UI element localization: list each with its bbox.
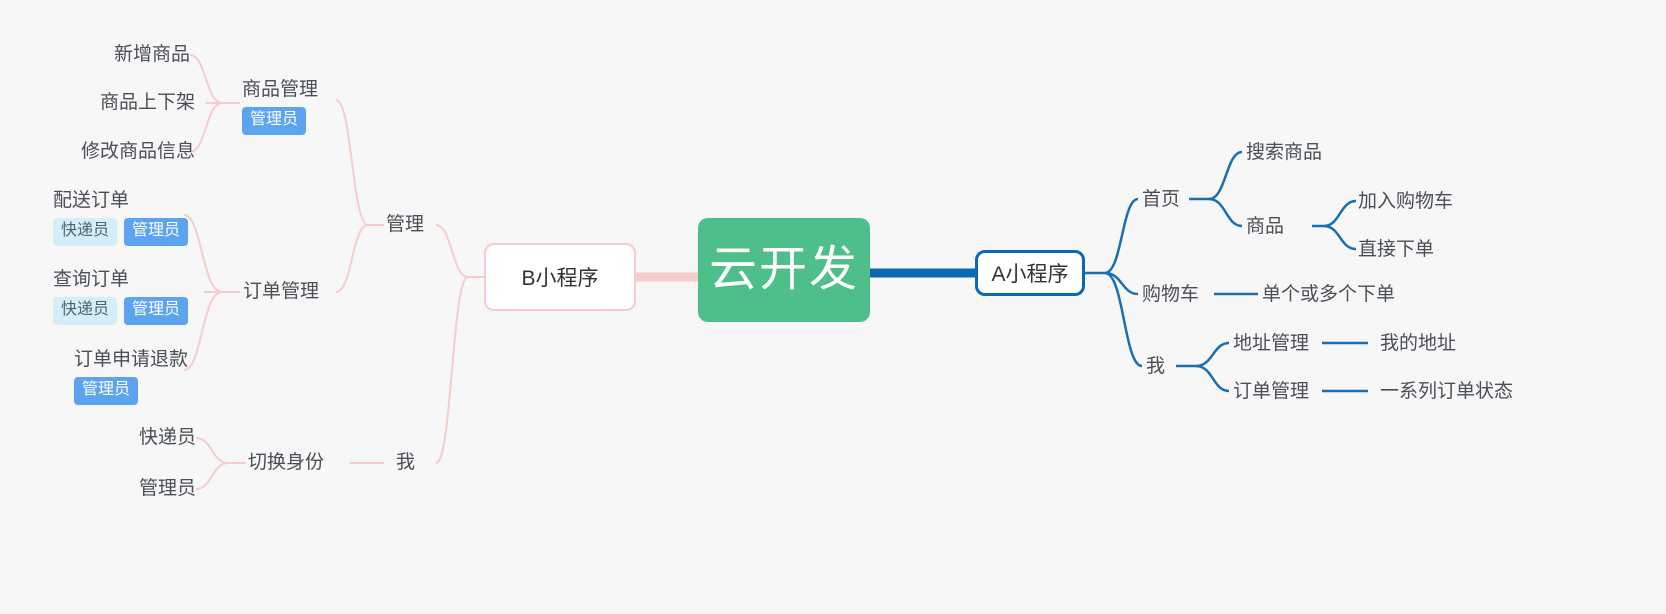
- node-order-states-label: 一系列订单状态: [1380, 381, 1514, 402]
- edge-orders-refund: [183, 291, 223, 371]
- badge-group-goods-manage: 管理员: [242, 107, 318, 135]
- badge-courier: 快递员: [53, 218, 118, 246]
- node-goods-shelf[interactable]: 商品上下架: [30, 90, 195, 116]
- node-role-admin[interactable]: 管理员: [76, 476, 196, 502]
- node-me-right-label: 我: [1146, 356, 1166, 377]
- edge-manage-to-goods: [335, 99, 369, 226]
- badge-courier: 快递员: [53, 297, 118, 325]
- edge-home-search: [1208, 150, 1243, 201]
- node-switch-role[interactable]: 切换身份: [248, 450, 324, 476]
- node-add-to-cart-label: 加入购物车: [1358, 191, 1454, 212]
- badge-group-deliver-order: 快递员 管理员: [53, 218, 189, 246]
- node-manage[interactable]: 管理: [386, 212, 424, 238]
- node-deliver-order-label: 配送订单: [53, 190, 130, 211]
- node-my-address-label: 我的地址: [1380, 333, 1457, 354]
- node-goods-shelf-label: 商品上下架: [99, 92, 195, 113]
- node-me-left[interactable]: 我: [396, 450, 415, 476]
- node-address-manage-label: 地址管理: [1233, 333, 1310, 354]
- node-edit-goods[interactable]: 修改商品信息: [20, 139, 195, 165]
- node-order-manage-left-label: 订单管理: [243, 281, 320, 302]
- edge-orders-deliver: [183, 214, 223, 293]
- node-address-manage[interactable]: 地址管理: [1233, 331, 1309, 357]
- node-query-order-label: 查询订单: [53, 269, 130, 290]
- node-add-goods[interactable]: 新增商品: [30, 42, 190, 68]
- node-goods-label: 商品: [1246, 216, 1285, 237]
- edge-me-orders: [1195, 364, 1230, 393]
- edge-goods-direct: [1323, 224, 1357, 251]
- badge-group-query-order: 快递员 管理员: [53, 297, 189, 325]
- node-refund-order[interactable]: 订单申请退款 管理员: [74, 347, 188, 405]
- badge-admin: 管理员: [124, 297, 189, 325]
- node-order-manage-right[interactable]: 订单管理: [1233, 379, 1309, 405]
- node-refund-order-label: 订单申请退款: [74, 349, 189, 370]
- badge-admin: 管理员: [242, 107, 307, 135]
- edge-switch-courier: [195, 437, 229, 464]
- edge-b-to-manage: [435, 224, 469, 278]
- node-role-courier[interactable]: 快递员: [76, 425, 196, 451]
- node-edit-goods-label: 修改商品信息: [80, 141, 195, 162]
- node-my-address[interactable]: 我的地址: [1380, 331, 1456, 357]
- node-single-or-multi-label: 单个或多个下单: [1262, 284, 1396, 305]
- node-role-courier-label: 快递员: [138, 427, 196, 448]
- edge-manage-to-orders: [335, 224, 369, 293]
- edge-switch-admin: [195, 462, 229, 490]
- node-cart-label: 购物车: [1142, 284, 1200, 305]
- node-role-admin-label: 管理员: [138, 478, 196, 499]
- root-node[interactable]: 云开发: [698, 218, 870, 322]
- badge-admin: 管理员: [124, 218, 189, 246]
- edge-a-to-me: [1104, 271, 1143, 368]
- node-goods-manage-label: 商品管理: [242, 79, 319, 100]
- node-add-goods-label: 新增商品: [113, 44, 190, 65]
- node-me-right[interactable]: 我: [1146, 354, 1165, 380]
- node-single-or-multi[interactable]: 单个或多个下单: [1262, 282, 1395, 308]
- node-me-left-label: 我: [396, 452, 416, 473]
- node-order-states[interactable]: 一系列订单状态: [1380, 379, 1513, 405]
- node-direct-order-label: 直接下单: [1358, 239, 1435, 260]
- node-goods[interactable]: 商品: [1246, 214, 1284, 240]
- badge-admin: 管理员: [74, 377, 139, 405]
- node-order-manage-right-label: 订单管理: [1233, 381, 1310, 402]
- edge-home-goods: [1208, 197, 1243, 228]
- node-b-miniprogram[interactable]: B小程序: [484, 243, 636, 311]
- node-goods-manage[interactable]: 商品管理 管理员: [242, 77, 318, 135]
- node-search-goods-label: 搜索商品: [1246, 142, 1323, 163]
- node-switch-role-label: 切换身份: [248, 452, 325, 473]
- node-search-goods[interactable]: 搜索商品: [1246, 140, 1322, 166]
- node-home[interactable]: 首页: [1142, 187, 1180, 213]
- edge-a-to-home: [1104, 197, 1139, 275]
- edge-goods-cart: [1323, 199, 1357, 228]
- node-direct-order[interactable]: 直接下单: [1358, 237, 1434, 263]
- node-order-manage-left[interactable]: 订单管理: [243, 279, 319, 305]
- node-a-miniprogram[interactable]: A小程序: [975, 250, 1085, 296]
- node-query-order[interactable]: 查询订单 快递员 管理员: [53, 267, 189, 325]
- edge-me-address: [1195, 341, 1230, 368]
- badge-group-refund-order: 管理员: [74, 377, 188, 405]
- node-deliver-order[interactable]: 配送订单 快递员 管理员: [53, 188, 189, 246]
- edge-a-to-cart: [1104, 271, 1139, 296]
- edge-b-to-me: [435, 276, 469, 464]
- node-cart[interactable]: 购物车: [1142, 282, 1199, 308]
- node-manage-label: 管理: [386, 214, 425, 235]
- node-add-to-cart[interactable]: 加入购物车: [1358, 189, 1453, 215]
- node-home-label: 首页: [1142, 189, 1181, 210]
